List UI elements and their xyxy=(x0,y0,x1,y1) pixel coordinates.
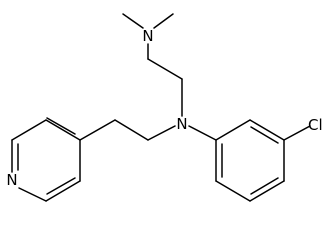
structure-diagram: N N N Cl xyxy=(6,13,323,202)
bond-ph-c2-c3 xyxy=(249,119,285,141)
atom-label-dimethylamino-n: N xyxy=(142,27,153,45)
bond-pyr-c4-c3-inner xyxy=(46,117,76,135)
bond-n-aryl xyxy=(188,125,217,141)
bond-ph-c4-c5 xyxy=(249,180,285,202)
bond-chain-ch2 xyxy=(114,119,149,141)
bond-pyr-c4-c3 xyxy=(45,119,81,141)
atom-label-pyridine-n: N xyxy=(6,171,17,189)
bond-ethylene-1 xyxy=(147,58,183,80)
bond-methyl-right xyxy=(153,13,174,29)
bond-methyl-left xyxy=(122,13,144,29)
bond-ch2-ring xyxy=(79,119,116,141)
bond-pyr-c6-c5 xyxy=(45,180,81,202)
bond-ph-c2-c3-inner xyxy=(250,126,279,144)
bond-pyr-c3-c2 xyxy=(11,119,47,141)
bond-ph-c5-c6 xyxy=(215,180,251,202)
bonds xyxy=(11,13,311,202)
bond-ph-c1-c2 xyxy=(215,119,251,141)
bond-c-cl xyxy=(283,125,311,141)
bond-ph-c4-c5-inner xyxy=(250,177,279,195)
bond-n-ch2 xyxy=(147,125,176,141)
bond-pyr-n-c6 xyxy=(18,187,47,202)
atom-label-chlorine: Cl xyxy=(308,116,323,134)
atom-label-central-n: N xyxy=(176,115,187,133)
atom-labels: N N N Cl xyxy=(6,27,322,189)
bond-pyr-c6-c5-inner xyxy=(46,177,76,195)
